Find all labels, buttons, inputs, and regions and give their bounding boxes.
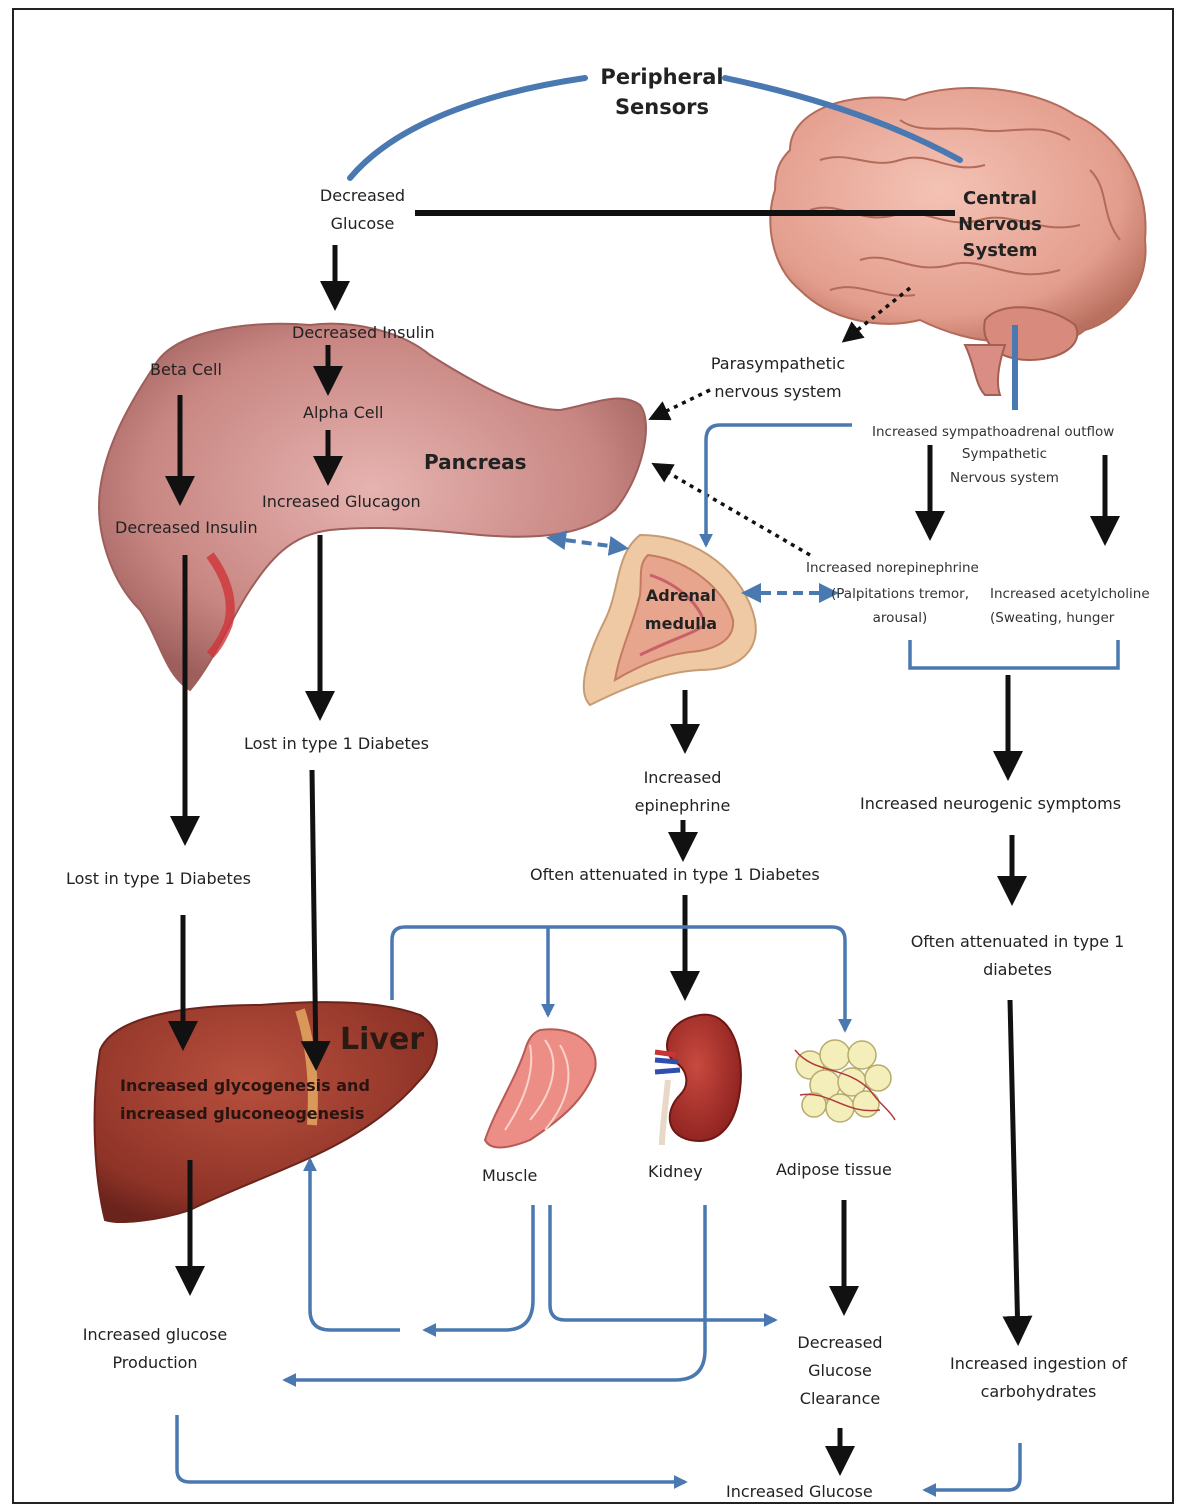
lost-t1d-glucagon-label: Lost in type 1 Diabetes <box>244 730 429 758</box>
kidney-label: Kidney <box>648 1158 703 1186</box>
increased-glucose-label: Increased Glucose <box>726 1478 873 1506</box>
alpha-cell-label: Alpha Cell <box>303 399 383 427</box>
adipose-illustration <box>795 1040 895 1122</box>
sympathoadrenal-label: Increased sympathoadrenal outflow <box>872 420 1114 444</box>
muscle-label: Muscle <box>482 1162 537 1190</box>
liver-label: Liver <box>340 1026 424 1054</box>
adrenal-medulla-label: Adrenal medulla <box>636 582 726 638</box>
decreased-insulin-top-label: Decreased Insulin <box>292 319 435 347</box>
muscle-illustration <box>485 1029 596 1147</box>
increased-epinephrine-label: Increased epinephrine <box>620 764 745 820</box>
neurogenic-symptoms-label: Increased neurogenic symptoms <box>860 790 1121 818</box>
acetylcholine-effects-label: (Sweating, hunger <box>990 606 1114 630</box>
kidney-illustration <box>655 1015 741 1145</box>
acetylcholine-label: Increased acetylcholine <box>990 582 1150 606</box>
increased-glucagon-label: Increased Glucagon <box>262 488 421 516</box>
norepinephrine-effects-label: (Palpitations tremor, arousal) <box>830 582 970 630</box>
central-nervous-system-label: Central Nervous System <box>945 186 1055 264</box>
norepinephrine-label: Increased norepinephrine <box>806 556 979 580</box>
peripheral-sensors-label: Peripheral Sensors <box>592 62 732 122</box>
ingestion-carbs-label: Increased ingestion of carbohydrates <box>946 1350 1131 1406</box>
decreased-glucose-label: Decreased Glucose <box>310 182 415 238</box>
sensor-arc-left <box>350 78 585 178</box>
beta-cell-label: Beta Cell <box>150 356 222 384</box>
glucose-clearance-label: Decreased Glucose Clearance <box>785 1329 895 1413</box>
adipose-label: Adipose tissue <box>776 1156 892 1184</box>
parasympathetic-label: Parasympathetic nervous system <box>698 350 858 406</box>
lost-t1d-insulin-label: Lost in type 1 Diabetes <box>66 865 251 893</box>
liver-effects-label: Increased glycogenesis and increased glu… <box>120 1072 380 1128</box>
often-attenuated-neuro-label: Often attenuated in type 1 diabetes <box>900 928 1135 984</box>
pancreas-label: Pancreas <box>424 448 527 476</box>
decreased-insulin-left-label: Decreased Insulin <box>115 514 258 542</box>
sympathetic-label: Sympathetic Nervous system <box>942 442 1067 490</box>
often-attenuated-epi-label: Often attenuated in type 1 Diabetes <box>530 861 820 889</box>
glucose-production-label: Increased glucose Production <box>70 1321 240 1377</box>
